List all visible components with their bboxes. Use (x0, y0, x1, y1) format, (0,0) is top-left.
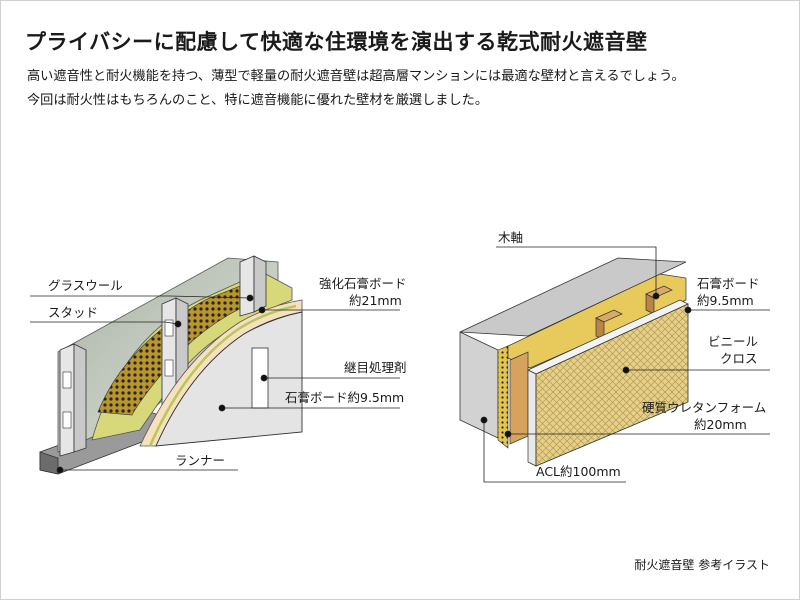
lead-text-line-1: 高い遮音性と耐火機能を持つ、薄型で軽量の耐火遮音壁は超高層マンションには最適な壁… (27, 69, 685, 84)
lead-text-line-2: 今回は耐火性はもちろんのこと、特に遮音機能に優れた壁材を厳選しました。 (27, 93, 489, 108)
label-urethane-foam-1: 硬質ウレタンフォーム (642, 400, 766, 415)
label-gypsum-board: 石膏ボード約9.5mm (285, 390, 404, 405)
label-vinyl-cloth-1: ビニール (708, 334, 758, 349)
left-leader-lines (30, 294, 400, 474)
wood-blocks (509, 285, 673, 445)
right-wall-diagram (459, 257, 689, 467)
acl-block-front (459, 331, 499, 439)
right-leader-lines (480, 246, 770, 483)
left-wall-diagram (39, 255, 303, 475)
label-runner: ランナー (175, 453, 225, 468)
label-acl: ACL約100mm (536, 464, 621, 479)
label-reinforced-gypsum-1: 強化石膏ボード (319, 276, 407, 291)
label-glass-wool: グラスウール (48, 278, 123, 293)
label-gypsum-board-right-2: 約9.5mm (697, 293, 754, 308)
board-edge (148, 304, 297, 447)
acl-block-top (459, 257, 687, 337)
urethane-foam-face (535, 303, 689, 467)
label-joint-treatment: 継目処理剤 (344, 360, 407, 375)
gypsum-board-front (155, 311, 303, 447)
runner-front-face (39, 451, 59, 475)
label-vinyl-cloth-2: クロス (720, 351, 758, 366)
label-gypsum-board-right-1: 石膏ボード (697, 276, 760, 291)
label-urethane-foam-2: 約20mm (694, 417, 747, 432)
figure-caption: 耐火遮音壁 参考イラスト (634, 558, 770, 572)
page-title: プライバシーに配慮して快適な住環境を演出する乾式耐火遮音壁 (25, 30, 648, 54)
acl-edge (497, 345, 509, 449)
label-stud: スタッド (48, 305, 98, 320)
label-reinforced-gypsum-2: 約21mm (349, 293, 402, 308)
label-wood-frame: 木軸 (498, 230, 523, 245)
